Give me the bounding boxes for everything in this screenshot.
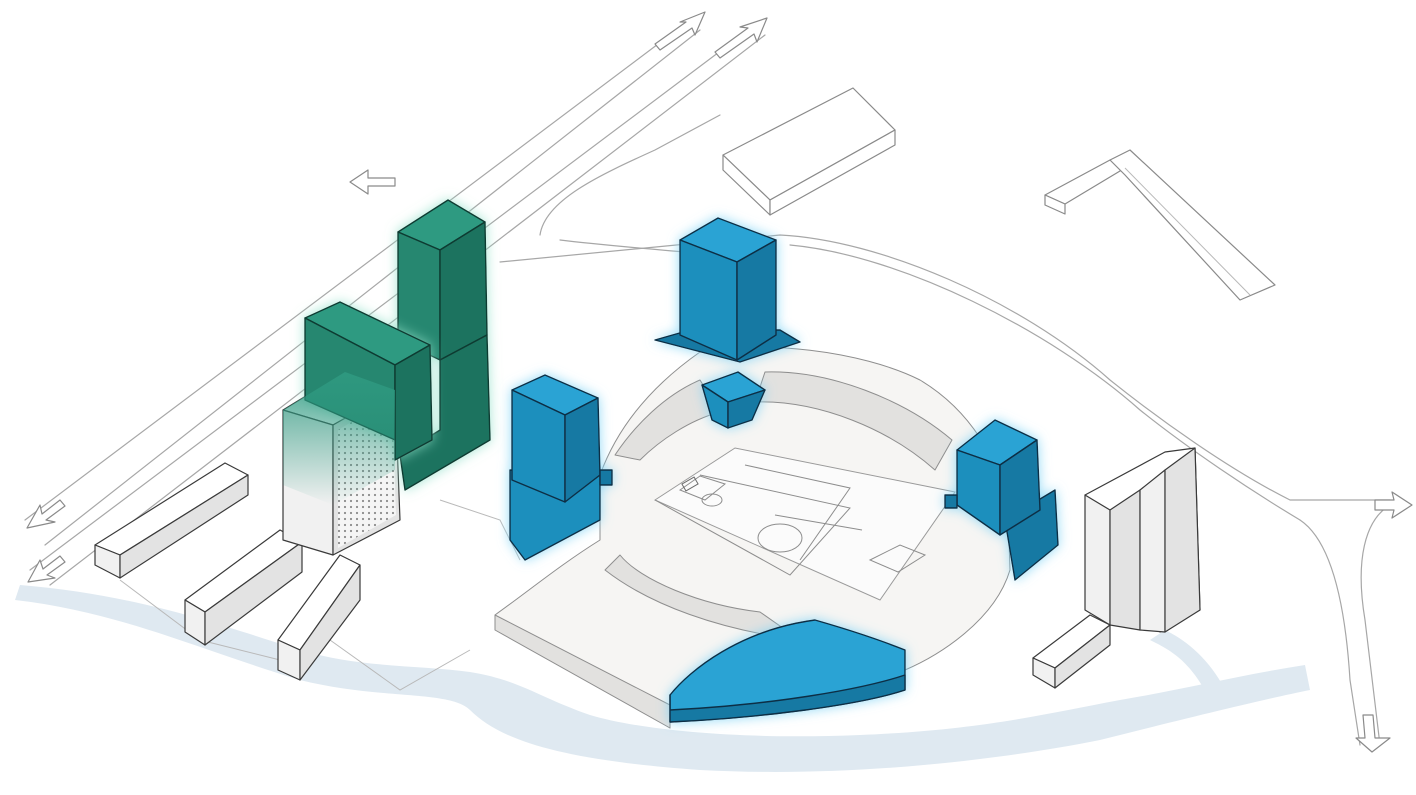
north-corner-block: [701, 371, 766, 429]
north-tower: [654, 217, 801, 363]
river: [15, 585, 1310, 772]
road-network: [24, 19, 1391, 746]
road-arrow-northwest: [349, 169, 396, 195]
road-arrow-east: [1374, 491, 1413, 519]
fading-green-tower: [283, 372, 395, 505]
existing-warehouse: [722, 87, 896, 216]
existing-slab-buildings: [94, 462, 361, 681]
south-stand: [669, 619, 906, 723]
tall-green-tower: [397, 199, 491, 491]
road-arrow-northeast: [654, 11, 768, 59]
existing-l-building: [1044, 149, 1276, 301]
east-tower: [944, 419, 1059, 581]
existing-tower-east: [1032, 447, 1201, 689]
football-pitch: [653, 447, 956, 601]
road-arrow-southwest: [26, 499, 66, 583]
road-arrow-south: [1355, 714, 1391, 753]
west-tower: [509, 374, 613, 561]
river-inlet: [1150, 630, 1230, 700]
